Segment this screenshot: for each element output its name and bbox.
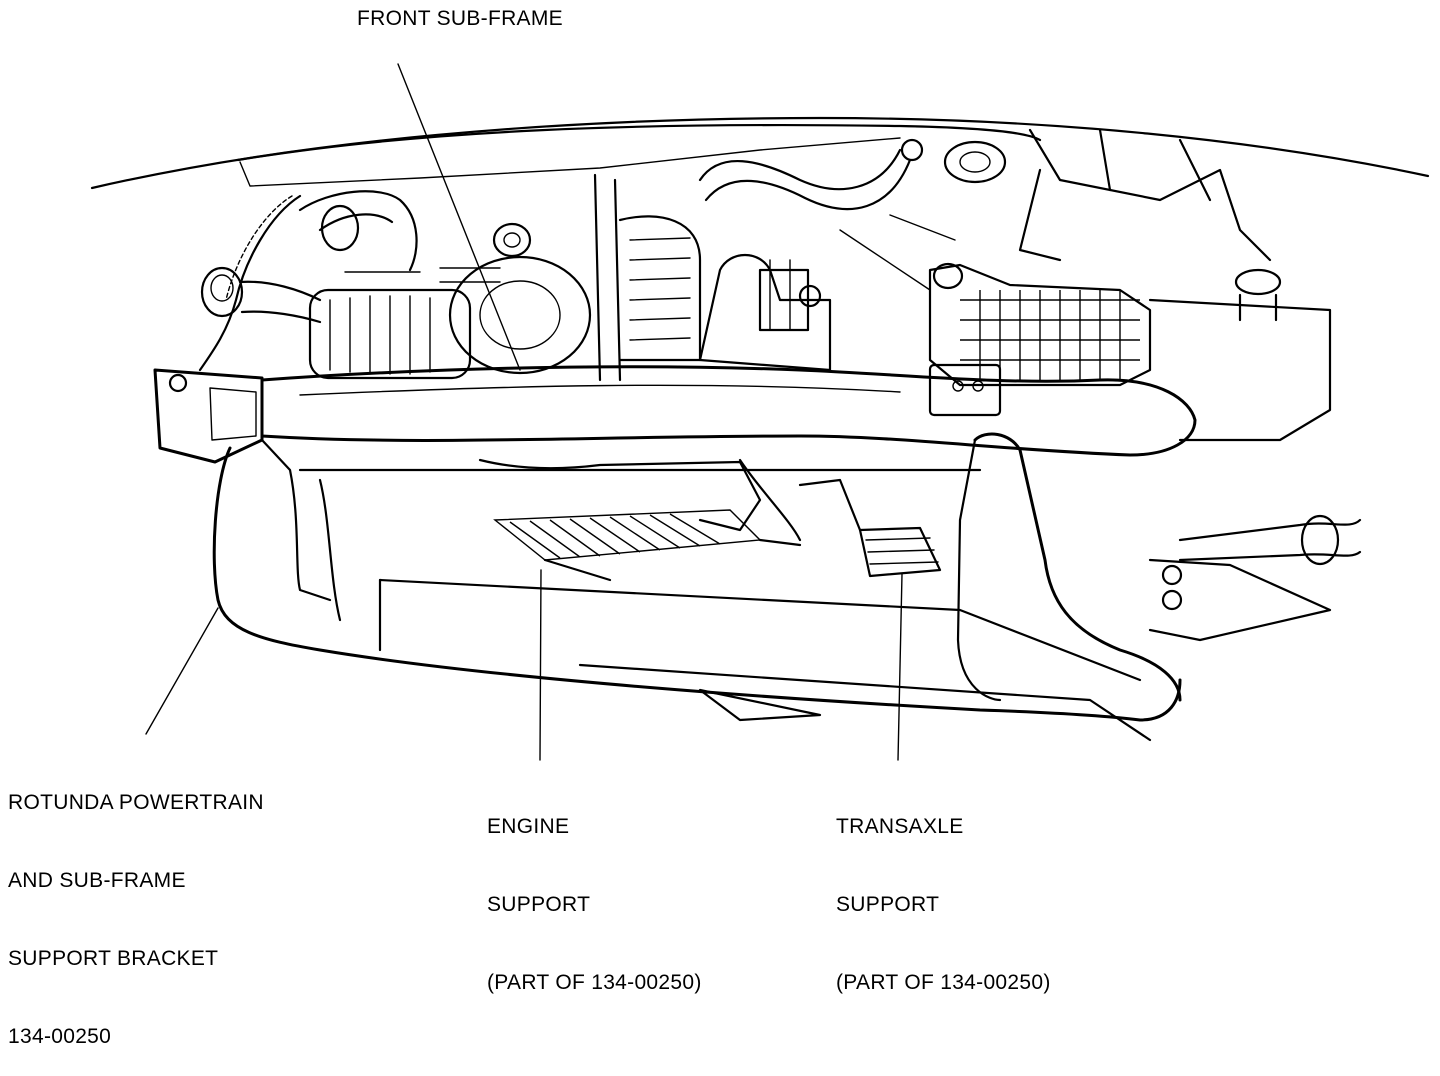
rotunda-line-2: AND SUB-FRAME (8, 869, 186, 892)
cap-right (943, 140, 1007, 184)
transaxle-line-1: TRANSAXLE (836, 815, 964, 838)
engine-line-2: SUPPORT (487, 893, 591, 916)
diagram-canvas: FRONT SUB-FRAME ROTUNDA POWERTRAIN AND S… (8, 7, 1430, 1048)
engine-line-1: ENGINE (487, 815, 570, 838)
hood-outline (90, 116, 1430, 190)
transaxle-case (928, 263, 1152, 387)
leader-transaxle-support (897, 573, 903, 761)
radiator-hose (198, 194, 302, 372)
rotunda-line-1: ROTUNDA POWERTRAIN (8, 791, 264, 814)
right-reservoir (1148, 298, 1332, 442)
engine-line-3: (PART OF 134-00250) (487, 971, 702, 994)
air-duct (618, 215, 702, 362)
intake-tube (298, 190, 418, 272)
leader-rotunda (145, 607, 219, 735)
leader-front-sub-frame (397, 63, 521, 371)
pulley (448, 255, 592, 375)
oil-pan (478, 458, 762, 532)
lower-tray (378, 578, 1142, 682)
leader-engine-support (539, 569, 542, 761)
front-sub-frame-beam (260, 365, 1197, 457)
transaxle-line-2: SUPPORT (836, 893, 940, 916)
right-filler (1234, 268, 1282, 296)
rotunda-line-3: SUPPORT BRACKET (8, 947, 219, 970)
rotunda-support-bracket (212, 446, 1182, 722)
rotunda-bracket-label: ROTUNDA POWERTRAIN AND SUB-FRAME SUPPORT… (8, 738, 264, 1076)
engine-mount (698, 254, 832, 372)
hood-inner-edge (236, 123, 1042, 162)
heater-hose (698, 148, 902, 191)
filler-cap (200, 266, 244, 318)
transaxle-fins (960, 290, 1140, 380)
powertrain-illustration (90, 63, 1430, 761)
rotunda-line-4: 134-00250 (8, 1025, 112, 1048)
right-support-arm (973, 432, 1182, 702)
engine-support-hatch (493, 509, 762, 561)
alternator-body (308, 288, 472, 380)
beam-mount-plate (928, 363, 1002, 417)
front-sub-frame-label: FRONT SUB-FRAME (357, 7, 563, 30)
transaxle-support-block (858, 526, 942, 578)
engine-support-label: ENGINE SUPPORT (PART OF 134-00250) (487, 762, 702, 1022)
transaxle-line-3: (PART OF 134-00250) (836, 971, 1051, 994)
transaxle-support-label: TRANSAXLE SUPPORT (PART OF 134-00250) (836, 762, 1051, 1022)
left-bracket-block (153, 368, 264, 464)
